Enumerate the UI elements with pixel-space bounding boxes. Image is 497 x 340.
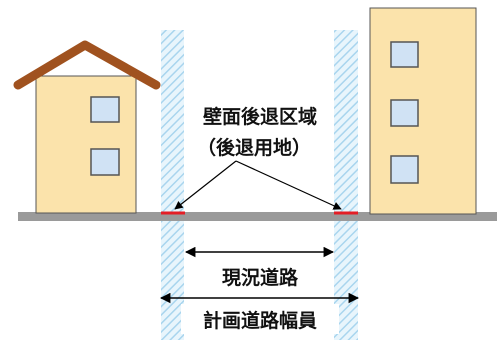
pointer-arrow-left: [174, 160, 237, 210]
window-icon: [390, 99, 419, 127]
setback-zone-label: 壁面後退区域: [203, 105, 317, 128]
window-icon: [90, 96, 120, 123]
house-icon: [13, 40, 161, 214]
setback-land-label: （後退用地）: [197, 136, 311, 159]
building-icon: [369, 7, 477, 215]
setback-strip-right: [334, 30, 358, 340]
setback-strip-left: [161, 30, 184, 340]
planned-road-width-label: 計画道路幅員: [203, 309, 317, 332]
current-road-label: 現況道路: [222, 266, 299, 289]
window-icon: [90, 148, 120, 176]
ground-line: [18, 212, 497, 221]
pointer-arrow-right: [235, 160, 342, 210]
window-icon: [390, 41, 419, 68]
window-icon: [390, 155, 419, 184]
